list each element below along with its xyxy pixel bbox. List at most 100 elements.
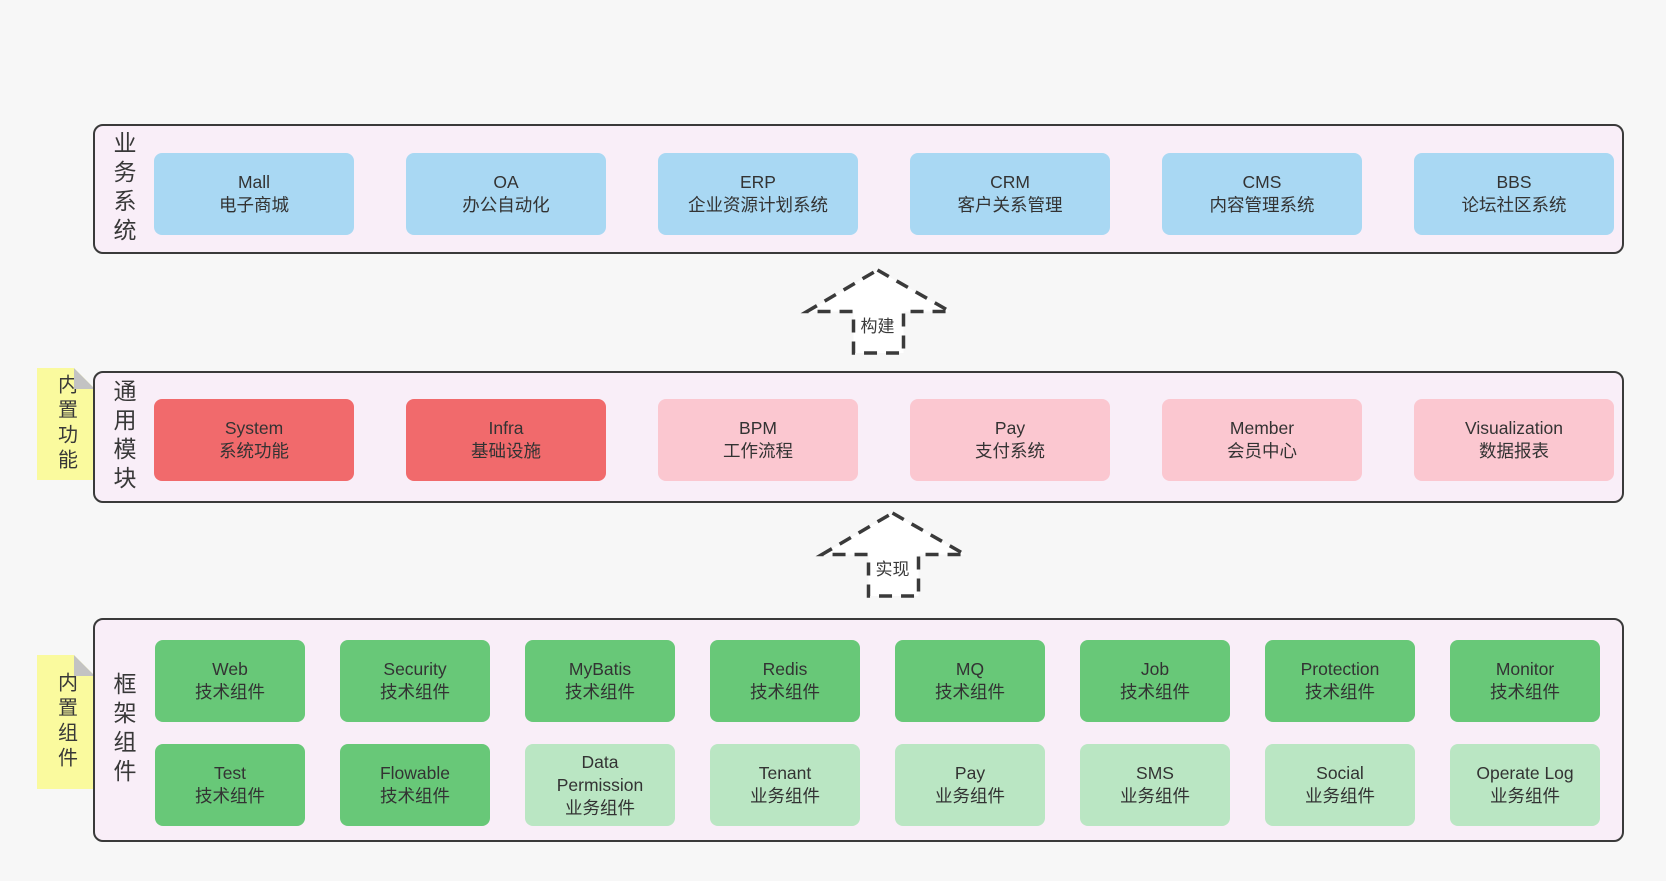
box-title: SMS: [1136, 763, 1174, 783]
box-title: BBS: [1496, 172, 1532, 192]
box-mall: Mall 电子商城: [154, 153, 354, 235]
box-subtitle: 业务组件: [1120, 786, 1190, 806]
box-subtitle: 支付系统: [975, 441, 1045, 461]
box-system: System 系统功能: [154, 399, 354, 481]
box-title: Pay: [994, 418, 1026, 438]
box-subtitle: 业务组件: [1305, 786, 1375, 806]
panel-common-modules: 通用模块 System 系统功能 Infra 基础设施 BPM 工作流程 Pay…: [93, 371, 1624, 503]
box-pay-component: Pay 业务组件: [895, 744, 1045, 826]
box-title: MQ: [955, 659, 985, 679]
dashed-up-arrow-icon: [815, 510, 972, 598]
panel-label-common-modules: 通用模块: [110, 379, 136, 495]
box-data-permission: Data Permission 业务组件: [525, 744, 675, 826]
folded-corner-icon: [74, 368, 95, 389]
box-title: Tenant: [758, 763, 812, 783]
box-title: Visualization: [1465, 418, 1563, 438]
box-subtitle: 技术组件: [565, 682, 635, 702]
box-bpm: BPM 工作流程: [658, 399, 858, 481]
box-subtitle: 论坛社区系统: [1461, 195, 1567, 215]
box-title: Pay: [954, 763, 986, 783]
box-title: Member: [1229, 418, 1295, 438]
box-title: Security: [383, 659, 447, 679]
box-subtitle: 业务组件: [935, 786, 1005, 806]
box-title: Test: [213, 763, 247, 783]
box-subtitle: 基础设施: [471, 441, 541, 461]
sticky-note-label: 内置组件: [54, 672, 77, 772]
box-test: Test 技术组件: [155, 744, 305, 826]
box-mq: MQ 技术组件: [895, 640, 1045, 722]
box-subtitle: 技术组件: [380, 682, 450, 702]
box-subtitle: 技术组件: [1305, 682, 1375, 702]
box-bbs: BBS 论坛社区系统: [1414, 153, 1614, 235]
box-title: Redis: [762, 659, 808, 679]
folded-corner-icon: [74, 655, 95, 676]
implement-arrow-label: 实现: [875, 560, 910, 579]
box-operate-log: Operate Log 业务组件: [1450, 744, 1600, 826]
box-title: Mall: [237, 172, 271, 192]
box-title: ERP: [740, 172, 776, 192]
box-subtitle: 工作流程: [723, 441, 793, 461]
box-subtitle: 技术组件: [380, 786, 450, 806]
box-title: Job: [1140, 659, 1170, 679]
box-subtitle: 企业资源计划系统: [688, 195, 828, 215]
box-title: Protection: [1300, 659, 1380, 679]
box-subtitle: 业务组件: [1490, 786, 1560, 806]
box-sms: SMS 业务组件: [1080, 744, 1230, 826]
box-subtitle: 业务组件: [565, 797, 635, 818]
box-title: CMS: [1242, 172, 1282, 192]
box-pay-system: Pay 支付系统: [910, 399, 1110, 481]
box-visualization: Visualization 数据报表: [1414, 399, 1614, 481]
box-title: OA: [493, 172, 519, 192]
box-erp: ERP 企业资源计划系统: [658, 153, 858, 235]
sticky-note-label: 内置功能: [54, 374, 77, 474]
box-social: Social 业务组件: [1265, 744, 1415, 826]
sticky-note-built-in-features: 内置功能: [37, 368, 95, 480]
box-title: Social: [1316, 763, 1364, 783]
box-subtitle: 技术组件: [750, 682, 820, 702]
box-oa: OA 办公自动化: [406, 153, 606, 235]
box-cms: CMS 内容管理系统: [1162, 153, 1362, 235]
build-arrow: 构建: [795, 263, 960, 360]
dashed-up-arrow-icon: [800, 267, 957, 355]
box-security: Security 技术组件: [340, 640, 490, 722]
panel-business-systems: 业务系统 Mall 电子商城 OA 办公自动化 ERP 企业资源计划系统 CRM…: [93, 124, 1624, 254]
box-subtitle: 内容管理系统: [1209, 195, 1315, 215]
box-title: Monitor: [1495, 659, 1555, 679]
panel-label-business-systems: 业务系统: [110, 131, 136, 247]
box-title: System: [224, 418, 284, 438]
sticky-note-built-in-components: 内置组件: [37, 655, 95, 789]
box-subtitle: 客户关系管理: [957, 195, 1063, 215]
build-arrow-label: 构建: [860, 317, 895, 336]
box-subtitle: 技术组件: [1490, 682, 1560, 702]
box-crm: CRM 客户关系管理: [910, 153, 1110, 235]
panel-label-framework-components: 框架组件: [110, 672, 136, 788]
box-protection: Protection 技术组件: [1265, 640, 1415, 722]
panel-framework-components: 框架组件 Web 技术组件 Security 技术组件 MyBatis 技术组件…: [93, 618, 1624, 842]
box-infra: Infra 基础设施: [406, 399, 606, 481]
box-web: Web 技术组件: [155, 640, 305, 722]
box-title: CRM: [990, 172, 1030, 192]
box-title: Data Permission: [556, 751, 644, 795]
box-flowable: Flowable 技术组件: [340, 744, 490, 826]
box-subtitle: 电子商城: [219, 195, 289, 215]
box-member: Member 会员中心: [1162, 399, 1362, 481]
box-title: Web: [212, 659, 248, 679]
implement-arrow: 实现: [810, 506, 975, 603]
box-job: Job 技术组件: [1080, 640, 1230, 722]
box-subtitle: 会员中心: [1227, 441, 1297, 461]
box-subtitle: 数据报表: [1479, 441, 1549, 461]
box-mybatis: MyBatis 技术组件: [525, 640, 675, 722]
box-subtitle: 技术组件: [935, 682, 1005, 702]
box-title: Operate Log: [1476, 763, 1574, 783]
box-monitor: Monitor 技术组件: [1450, 640, 1600, 722]
box-title: Infra: [488, 418, 524, 438]
box-redis: Redis 技术组件: [710, 640, 860, 722]
box-title: Flowable: [379, 763, 451, 783]
box-subtitle: 技术组件: [195, 786, 265, 806]
box-subtitle: 技术组件: [195, 682, 265, 702]
box-subtitle: 办公自动化: [462, 195, 550, 215]
box-subtitle: 业务组件: [750, 786, 820, 806]
box-tenant: Tenant 业务组件: [710, 744, 860, 826]
box-title: BPM: [739, 418, 777, 438]
